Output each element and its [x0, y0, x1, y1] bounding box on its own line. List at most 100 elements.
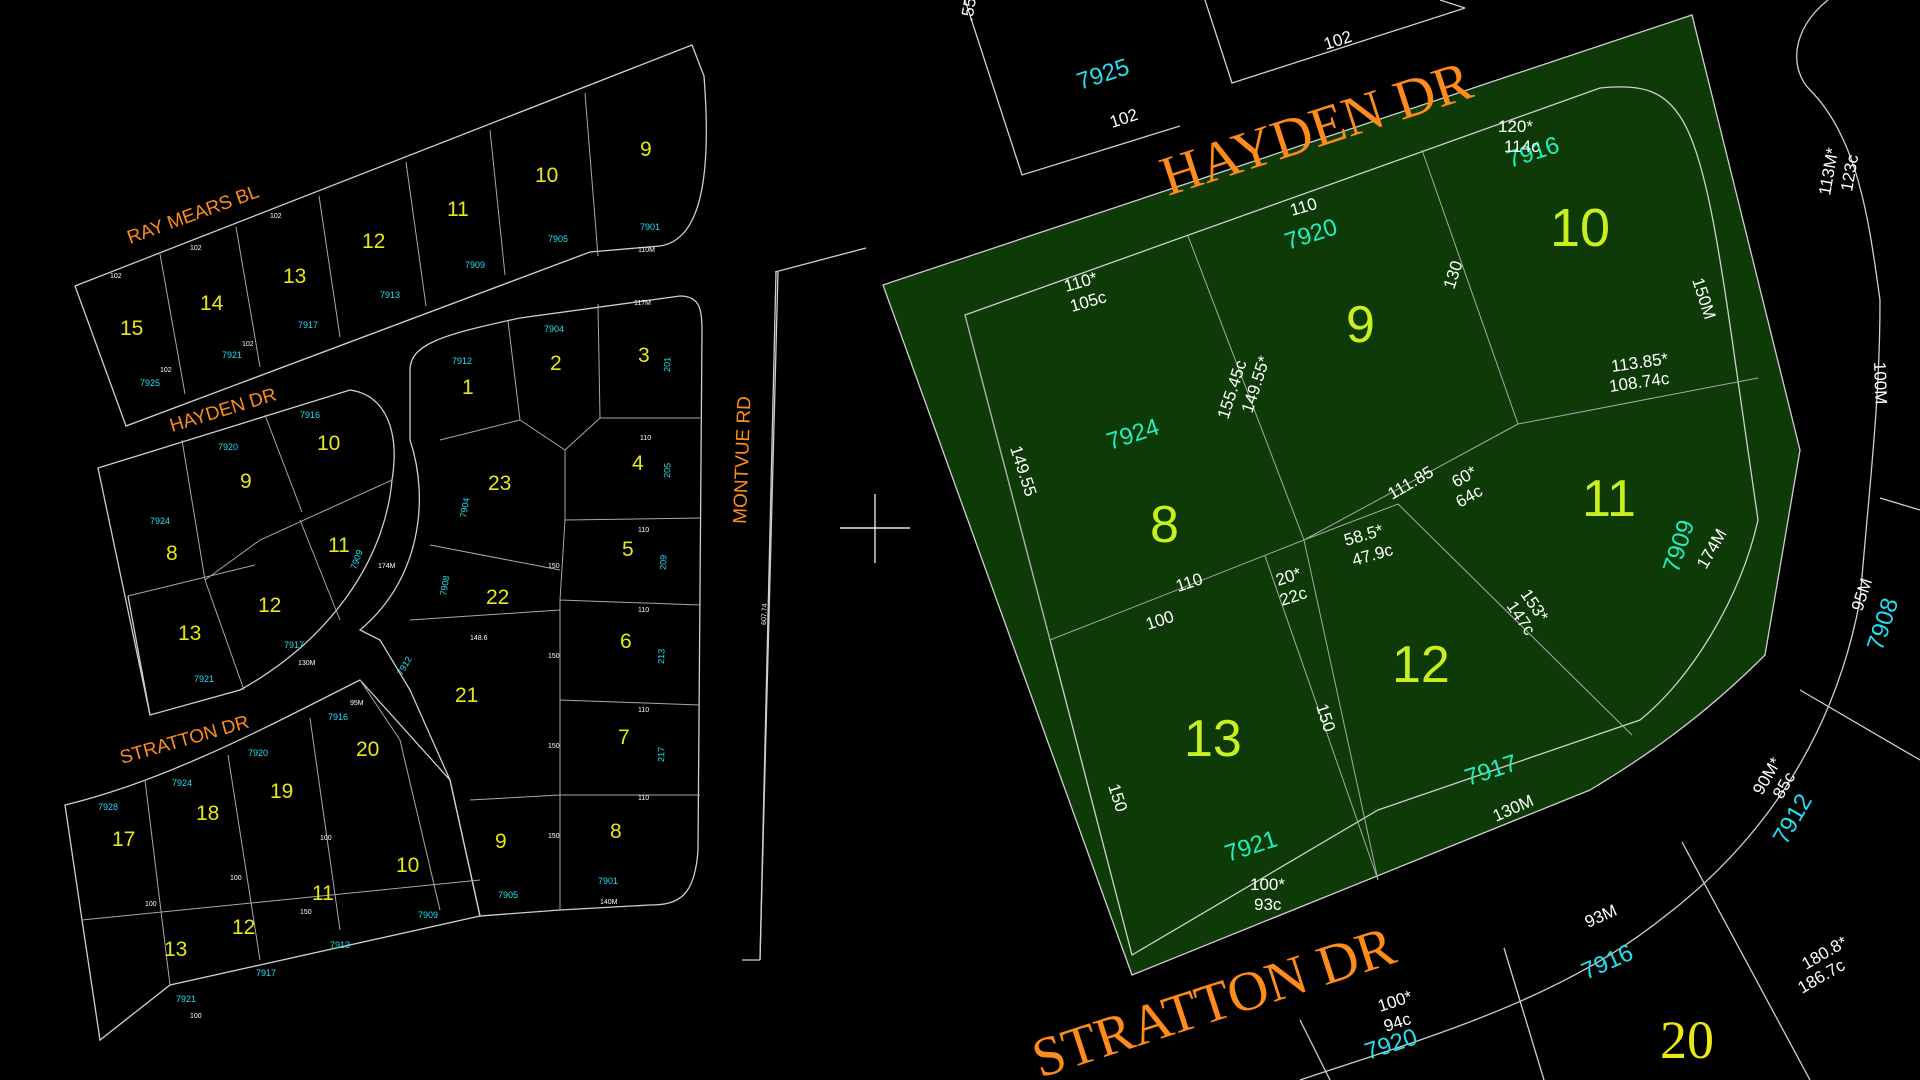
ov-parcel-id: 209 [658, 555, 669, 570]
ov-dim: 150 [548, 653, 560, 660]
ov-lot-number: 11 [447, 198, 469, 221]
ov-dim: 117M [634, 300, 651, 307]
ov-parcel-id: 7913 [380, 290, 400, 300]
ov-dim: 150 [548, 743, 560, 750]
ov-parcel-id: 7904 [458, 497, 471, 518]
overview-middle-block [97, 389, 395, 716]
ov-lot-number: 20 [356, 738, 379, 761]
ov-dim: 102 [190, 245, 202, 252]
crosshair-cursor-icon [840, 494, 910, 563]
ov-dim: 100 [190, 1013, 202, 1020]
ov-parcel-id: 7912 [452, 356, 472, 366]
ov-lot-number: 14 [200, 292, 224, 315]
ov-parcel-id: 201 [662, 357, 673, 372]
ov-parcel-id: 7916 [300, 410, 320, 420]
dim-lot10-top-plat: 120* [1498, 117, 1533, 136]
ov-lot-number: 4 [632, 452, 644, 475]
ov-dim: 110 [638, 795, 649, 802]
ov-dim: 174M [378, 563, 396, 570]
dim-lot10-top-calc: 114c [1504, 137, 1540, 156]
ov-dim: 130M [298, 660, 316, 667]
ov-parcel-id: 213 [656, 649, 667, 664]
ov-parcel-id: 7909 [465, 260, 485, 270]
ov-lot-number: 13 [178, 622, 201, 645]
overview-lot-numbers: 15 14 13 12 11 10 9 8 9 10 11 12 13 1 2 … [112, 138, 652, 961]
lot-10-number: 10 [1550, 198, 1610, 258]
overview-top-block [74, 44, 707, 427]
ov-parcel-id: 7905 [548, 234, 568, 244]
ov-lot-number: 11 [312, 882, 334, 905]
ov-parcel-id: 7917 [298, 320, 318, 330]
ov-lot-number: 8 [166, 542, 178, 565]
ov-parcel-id: 7904 [544, 324, 564, 334]
ov-parcel-id: 205 [662, 463, 673, 478]
ov-lot-number: 12 [362, 230, 385, 253]
ov-dim: 100 [145, 901, 157, 908]
ov-dim: 140M [600, 899, 618, 906]
ov-parcel-id: 7908 [438, 575, 451, 596]
lot-13-number: 13 [1184, 710, 1242, 768]
ov-dim: 150 [300, 909, 312, 916]
ov-lot-number: 13 [283, 265, 306, 288]
lot-8-number: 8 [1150, 496, 1179, 554]
ov-dim: 110 [638, 707, 649, 714]
ov-dim: 100 [230, 875, 242, 882]
ov-parcel-id: 7924 [150, 516, 170, 526]
ov-parcel-id: 7901 [598, 876, 618, 886]
ov-lot-number: 17 [112, 828, 135, 851]
ov-lot-number: 10 [317, 432, 340, 455]
ov-lot-number: 3 [638, 344, 650, 367]
overview-dims: 102 102 102 102 102 110 110 110 110 110 … [110, 213, 769, 1020]
ov-parcel-id: 7920 [248, 748, 268, 758]
ov-parcel-id: 7928 [98, 802, 118, 812]
ov-dim: 607.74 [761, 603, 769, 625]
ov-lot-number: 12 [232, 916, 255, 939]
ov-lot-number: 11 [328, 534, 350, 557]
ov-lot-number: 12 [258, 594, 281, 617]
overview-plat: 102 102 102 102 102 110 110 110 110 110 … [64, 44, 867, 1042]
ov-dim: 95M [350, 700, 364, 707]
street-label-montvue-rd: MONTVUE RD [730, 396, 755, 524]
ov-parcel-id: 7921 [194, 674, 214, 684]
ov-parcel-id: 7916 [328, 712, 348, 722]
ov-parcel-id: 7917 [284, 640, 304, 650]
ov-dim: 110 [638, 607, 649, 614]
dim-lot13-bottom-plat: 100* [1250, 875, 1285, 894]
ov-dim: 102 [270, 213, 282, 220]
ov-lot-number: 10 [535, 164, 558, 187]
ov-lot-number: 21 [455, 684, 478, 707]
ov-lot-number: 13 [164, 938, 187, 961]
ov-dim: 150 [548, 833, 560, 840]
ov-lot-number: 10 [396, 854, 419, 877]
highlighted-block-fill [882, 14, 1801, 976]
ov-dim: 110 [638, 527, 649, 534]
dim-lot13-bottom-calc: 93c [1254, 895, 1282, 914]
neighbor-parcels [964, 0, 1920, 1080]
ov-parcel-id: 7924 [172, 778, 192, 788]
ov-lot-number: 6 [620, 630, 632, 653]
ov-lot-number: 23 [488, 472, 511, 495]
ov-lot-number: 19 [270, 780, 293, 803]
ov-parcel-id: 7917 [256, 968, 276, 978]
ov-dim: 110 [640, 435, 651, 442]
highlight-lot-numbers: 8 9 10 11 12 13 [1150, 198, 1636, 768]
ov-dim: 102 [160, 367, 172, 374]
overview-bottom-block [64, 679, 481, 1042]
ov-dim: 100 [320, 835, 332, 842]
overview-parcel-ids: 7925 7921 7917 7913 7909 7905 7901 7924 … [98, 222, 673, 1004]
ov-dim: 110M [638, 247, 655, 254]
ov-lot-number: 9 [640, 138, 652, 161]
dim-outside: 100M [1870, 361, 1890, 404]
ov-lot-number: 2 [550, 352, 562, 375]
ov-dim: 148.6 [470, 635, 488, 642]
ov-dim: 102 [242, 341, 254, 348]
ov-lot-number: 9 [495, 830, 507, 853]
lot-9-number: 9 [1346, 296, 1375, 354]
ov-parcel-id: 7920 [218, 442, 238, 452]
ov-parcel-id: 7913 [330, 940, 350, 950]
ov-parcel-id: 7905 [498, 890, 518, 900]
ov-parcel-id: 7901 [640, 222, 660, 232]
ov-lot-number: 15 [120, 317, 143, 340]
ov-lot-number: 1 [462, 376, 474, 399]
